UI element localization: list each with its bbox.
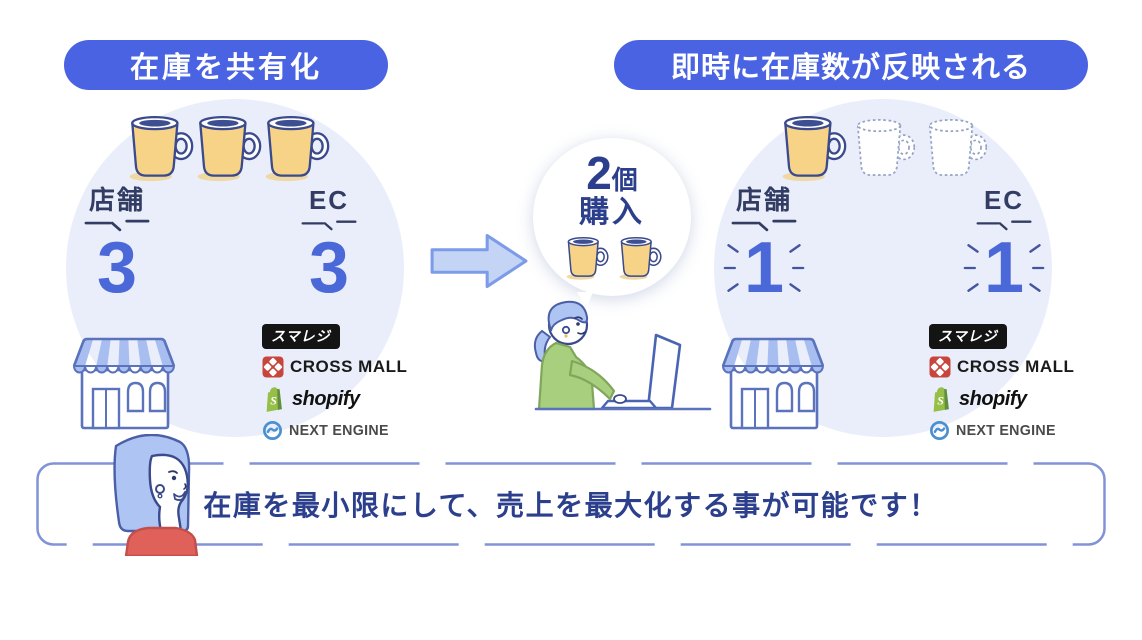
nextengine-logo: NEXT ENGINE [262, 420, 394, 441]
ec-label: EC [983, 185, 1025, 215]
crossmall-logo: CROSS MALL [262, 356, 407, 378]
sparkle-emphasis-icon [1029, 244, 1045, 293]
nextengine-logo: NEXT ENGINE [929, 420, 1061, 441]
crossmall-logo: CROSS MALL [929, 356, 1074, 378]
mug-icon [128, 115, 194, 183]
crossmall-logo-label: CROSS MALL [290, 357, 408, 376]
store-label: 店舗 [88, 185, 145, 215]
sparkle-emphasis-icon [963, 244, 979, 293]
badge-realtime-reflect: 即時に在庫数が反映される [614, 40, 1088, 90]
smaregi-logo: スマレジ [929, 324, 1007, 349]
shopify-logo-label: shopify [292, 387, 360, 410]
purchase-quantity: 2個 [533, 150, 691, 196]
mug-outline-icon [856, 119, 916, 176]
storefront-icon [72, 337, 176, 430]
smaregi-logo-label: スマレジ [938, 328, 998, 344]
nextengine-swirl-icon [930, 421, 949, 440]
woman-guide-illustration [113, 434, 199, 556]
shopify-logo: shopify [262, 385, 360, 413]
store-label: 店舗 [735, 185, 792, 215]
smaregi-logo: スマレジ [262, 324, 340, 349]
shopify-bag-icon [933, 387, 949, 412]
store-stat-after: 店舗 1 [722, 186, 806, 305]
crossmall-icon [929, 356, 951, 378]
speech-bubble-tail [577, 292, 593, 309]
service-logos-before: スマレジ CROSS MALL shopify NEXT ENGINE [262, 324, 407, 441]
footer-message: 在庫を最小限にして、売上を最大化する事が可能です！ [203, 490, 939, 521]
mug-icon [565, 236, 609, 281]
badge-realtime-reflect-label: 即時に在庫数が反映される [670, 52, 1031, 84]
sparkle-emphasis-icon [789, 244, 805, 293]
mug-icon [781, 115, 847, 183]
shopify-bag-icon [266, 387, 282, 412]
nextengine-logo-label: NEXT ENGINE [289, 422, 389, 439]
ec-count-before: 3 [308, 227, 350, 308]
nextengine-swirl-icon [263, 421, 282, 440]
purchase-speech-bubble: 2個 購入 [533, 138, 691, 309]
purchase-mugs [533, 234, 691, 282]
ec-label: EC [308, 185, 350, 215]
badge-share-inventory: 在庫を共有化 [64, 40, 388, 90]
ec-stat-before: EC 3 [298, 186, 360, 305]
purchase-action: 購入 [579, 196, 645, 229]
purchase-count: 2 [586, 147, 612, 199]
shopify-logo-label: shopify [959, 387, 1027, 410]
storefront-icon [721, 337, 825, 430]
nextengine-logo-label: NEXT ENGINE [956, 422, 1056, 439]
sparkle-emphasis-icon [723, 244, 739, 293]
shopify-logo: shopify [929, 385, 1027, 413]
crossmall-icon [262, 356, 284, 378]
mug-icon [264, 115, 330, 183]
mug-icon [196, 115, 262, 183]
badge-share-inventory-label: 在庫を共有化 [129, 52, 322, 84]
mug-outline-icon [928, 119, 988, 176]
woman-at-laptop-illustration [533, 300, 712, 411]
purchase-unit: 個 [611, 165, 638, 195]
service-logos-after: スマレジ CROSS MALL shopify NEXT ENGINE [929, 324, 1074, 441]
footer-callout-box [36, 462, 1106, 546]
store-count-after: 1 [743, 227, 785, 308]
smaregi-logo-label: スマレジ [271, 328, 331, 344]
store-stat-before: 店舗 3 [84, 186, 150, 305]
mug-icon [618, 236, 662, 281]
crossmall-logo-label: CROSS MALL [957, 357, 1075, 376]
arrow-right-icon [430, 233, 528, 289]
store-count-before: 3 [96, 227, 138, 308]
ec-count-after: 1 [983, 227, 1025, 308]
ec-stat-after: EC 1 [962, 186, 1046, 305]
